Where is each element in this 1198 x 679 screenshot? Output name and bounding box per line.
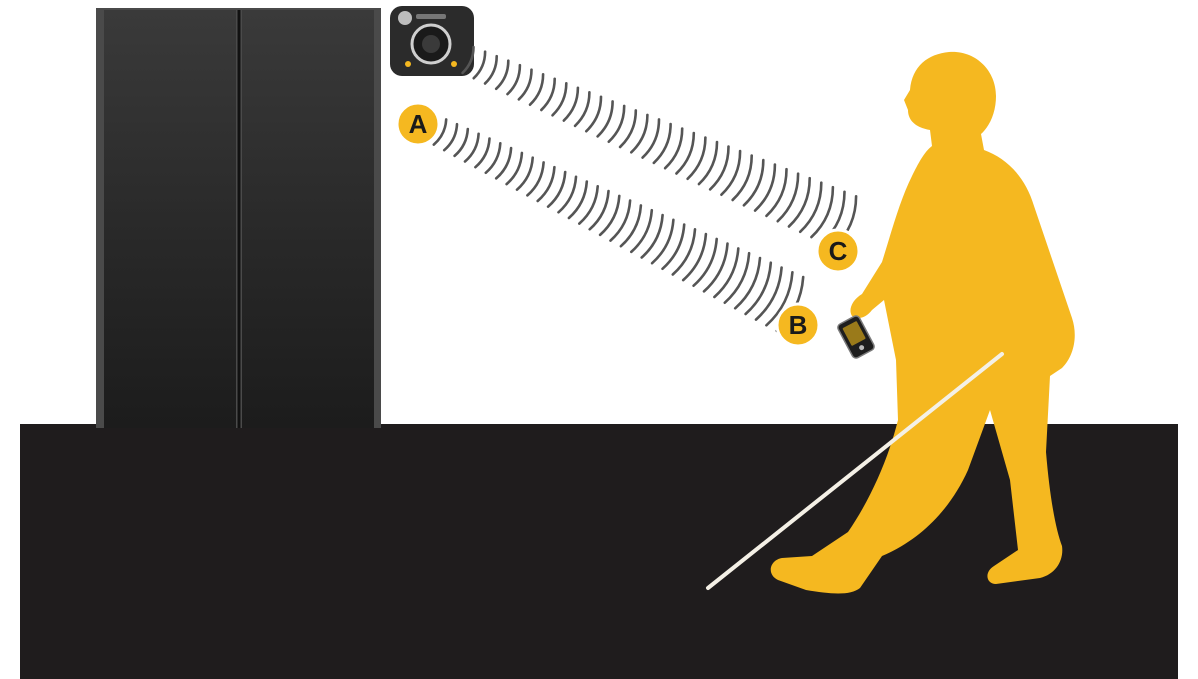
badge-a: A — [397, 103, 439, 145]
badge-b: B — [777, 304, 819, 346]
elevator-door-left — [104, 10, 236, 428]
badge-a-label: A — [409, 109, 428, 139]
elevator — [96, 8, 381, 428]
badge-b-label: B — [789, 310, 808, 340]
badge-c: C — [817, 230, 859, 272]
badge-c-label: C — [829, 236, 848, 266]
reader-icon — [390, 6, 474, 76]
elevator-door-right — [242, 10, 374, 428]
floor — [20, 424, 1178, 679]
